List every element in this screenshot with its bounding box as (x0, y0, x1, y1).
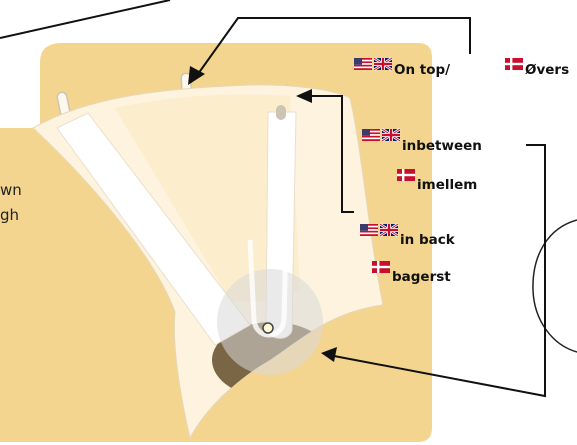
label-on-top: On top/ Øvers (354, 56, 569, 78)
leader-line-in-back (308, 95, 354, 213)
danish-flag-icon (505, 58, 523, 70)
us-flag-icon (354, 58, 372, 70)
danish-flag-icon (372, 261, 390, 273)
uk-flag-icon (372, 56, 394, 72)
us-flag-icon (362, 129, 380, 141)
leader-line-on-top (197, 17, 471, 75)
label-on-top-da-text: Øvers (525, 62, 569, 78)
danish-flag-icon (397, 169, 415, 181)
label-in-back: in back (360, 222, 456, 248)
side-text-line-1: wn (0, 181, 22, 199)
arrowhead-inbetween (321, 347, 337, 362)
magnifier-circle (217, 269, 323, 375)
label-imellem-text: imellem (417, 177, 477, 193)
uk-flag-icon (378, 222, 400, 238)
side-text-line-2: gh (0, 206, 19, 224)
strap-loop (247, 239, 289, 338)
leader-line-inbetween (333, 144, 546, 398)
rivet (262, 322, 274, 334)
label-inbetween-text: inbetween (402, 138, 482, 154)
label-imellem: imellem (397, 169, 477, 193)
label-bagerst-text: bagerst (392, 269, 451, 285)
label-in-back-text: in back (400, 232, 456, 248)
label-bagerst: bagerst (372, 261, 451, 285)
arrowhead-in-back (296, 89, 312, 103)
arrowhead-on-top (188, 66, 205, 85)
detail-circle-outline (532, 219, 577, 353)
label-on-top-text: On top/ (394, 62, 450, 78)
leader-line-top-left (0, 0, 171, 39)
uk-flag-icon (380, 127, 402, 143)
us-flag-icon (360, 224, 378, 236)
label-inbetween: inbetween (362, 127, 482, 154)
